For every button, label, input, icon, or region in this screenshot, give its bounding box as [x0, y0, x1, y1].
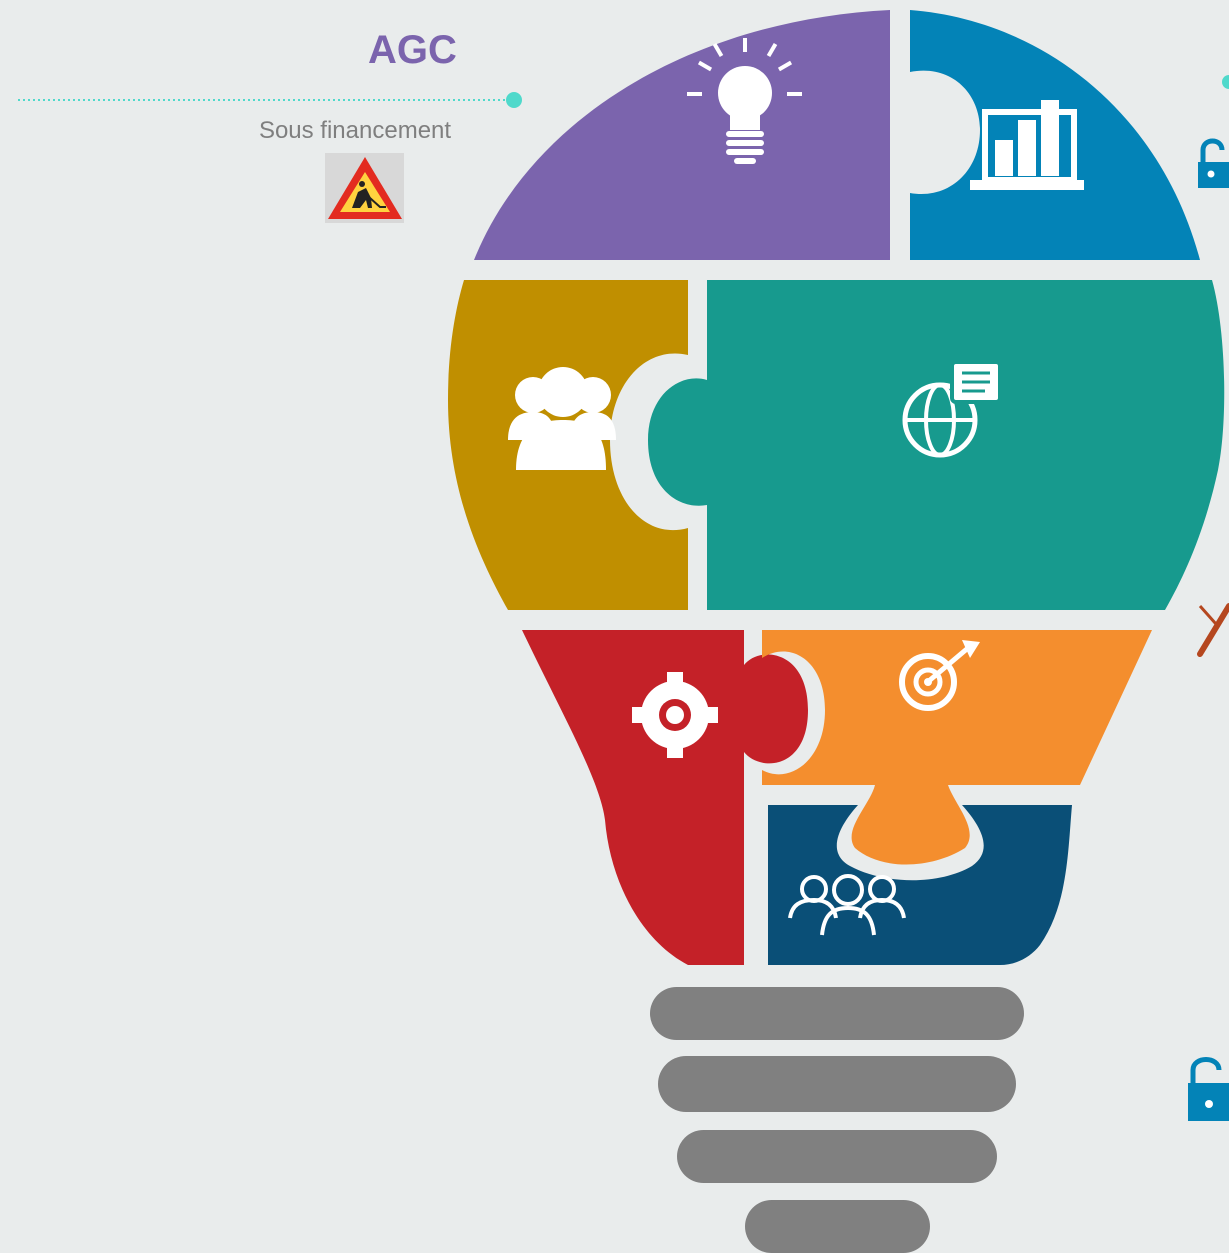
right-leader-dot — [1222, 75, 1229, 89]
people-group-icon — [508, 367, 616, 470]
piece-community — [768, 805, 1072, 965]
tools-icon — [1197, 603, 1229, 657]
agc-title: AGC — [368, 28, 457, 72]
lightbulb-icon — [687, 38, 802, 164]
users-icon — [788, 874, 906, 936]
bar-chart-laptop-icon — [970, 100, 1084, 190]
lock-icon — [1198, 138, 1229, 188]
bulb-base — [650, 987, 1024, 1253]
gear-icon — [632, 672, 718, 758]
lock-icon — [1188, 1057, 1229, 1121]
target-arrow-icon — [899, 640, 980, 711]
piece-idea — [474, 10, 890, 260]
piece-global — [648, 280, 1225, 610]
globe-chat-icon — [902, 360, 1002, 458]
road-works-warning-icon — [325, 153, 404, 223]
agc-status-label: Sous financement — [258, 117, 452, 144]
agc-leader-line — [18, 92, 522, 108]
piece-process — [522, 630, 808, 965]
piece-goal — [762, 630, 1152, 865]
